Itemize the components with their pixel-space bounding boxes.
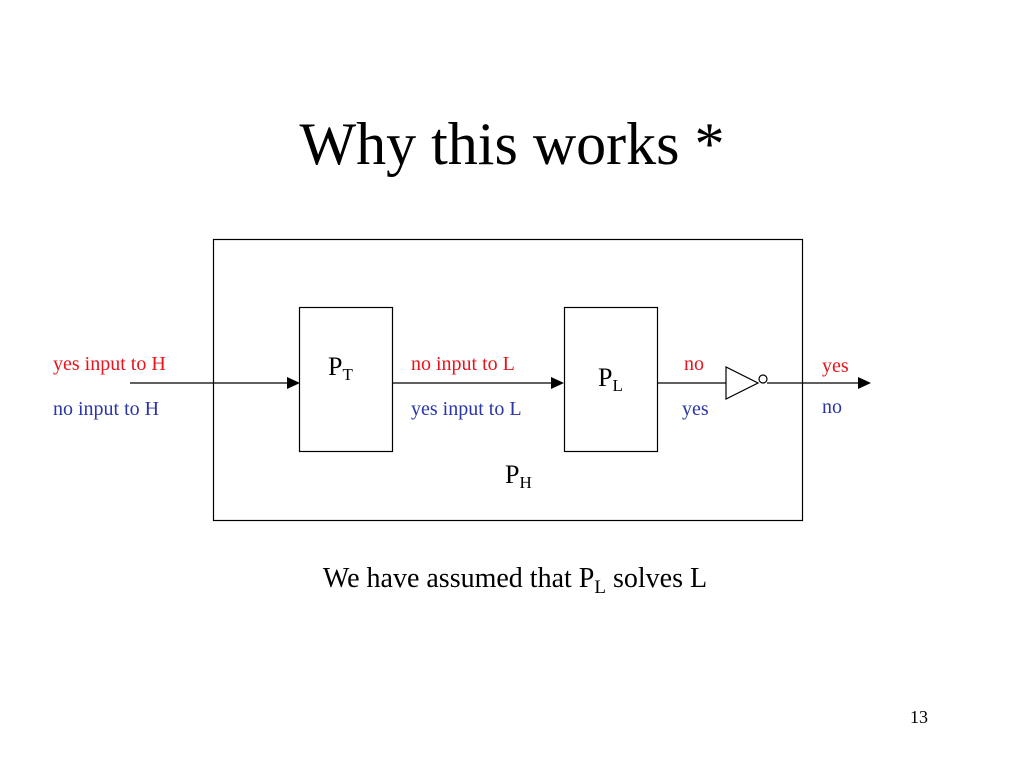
- input-yes-label: yes input to H: [53, 353, 166, 375]
- caption: We have assumed that PL solves L: [322, 563, 708, 598]
- output-arrowhead: [858, 377, 871, 389]
- pt-label: PT: [328, 352, 353, 384]
- solver-out-yes-label: yes: [682, 398, 709, 420]
- solver-out-no-label: no: [684, 353, 704, 375]
- page-number: 13: [910, 707, 928, 727]
- mid-yes-label: yes input to L: [411, 398, 522, 420]
- mid-no-label: no input to L: [411, 353, 515, 375]
- pt-box: [298, 306, 394, 453]
- not-gate-icon: [725, 366, 768, 400]
- ph-outer-box: [212, 238, 804, 522]
- ph-label: PH: [505, 460, 532, 492]
- pl-label: PL: [598, 363, 623, 395]
- mid-arrowhead: [551, 377, 564, 389]
- pl-box: [563, 306, 659, 453]
- input-no-label: no input to H: [53, 398, 160, 420]
- final-yes-label: yes: [822, 355, 849, 377]
- final-no-label: no: [822, 396, 842, 418]
- slide-title: Why this works *: [299, 111, 725, 177]
- input-arrowhead: [287, 377, 300, 389]
